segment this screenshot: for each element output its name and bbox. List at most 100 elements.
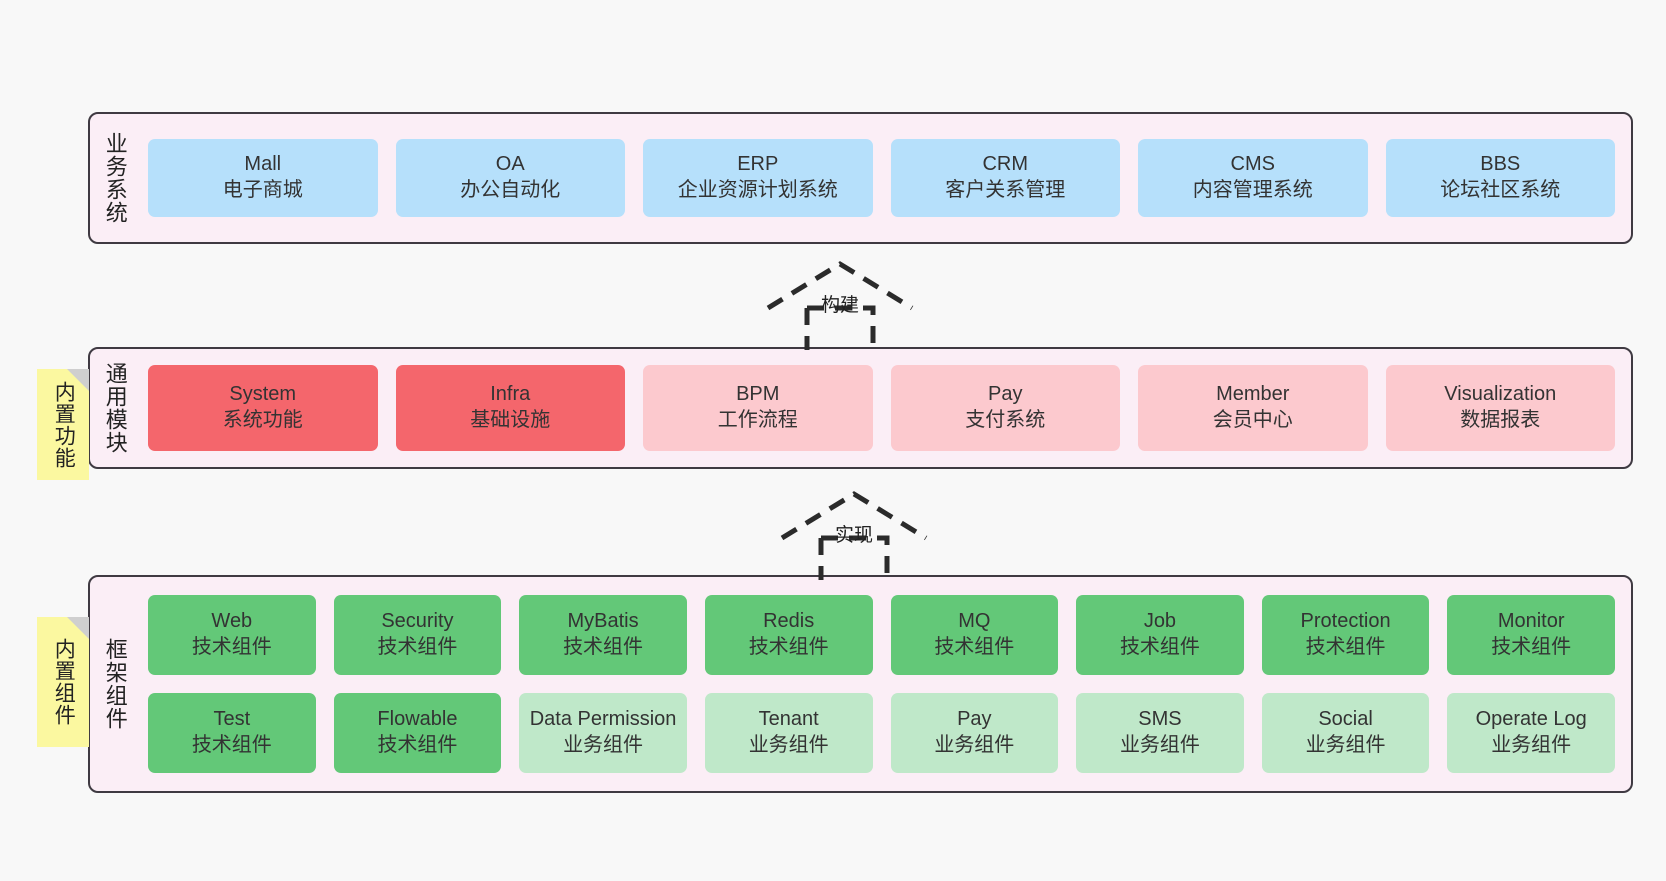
common-module-row: System 系统功能 Infra 基础设施 BPM 工作流程 Pay 支付系统… — [148, 365, 1615, 451]
module-card-pay-cn: 支付系统 — [965, 409, 1046, 431]
framework-card-web-en: Web — [211, 610, 253, 633]
framework-card-redis-cn: 技术组件 — [748, 636, 829, 658]
framework-card-sms-en: SMS — [1138, 708, 1182, 731]
framework-card-sms-cn: 业务组件 — [1119, 734, 1200, 756]
module-card-visualization-en: Visualization — [1444, 383, 1557, 406]
business-card-cms-en: CMS — [1230, 153, 1275, 176]
framework-card-mq-en: MQ — [958, 610, 991, 633]
implement-arrow: 实现 — [774, 488, 934, 580]
business-system-layer-body: Mall 电子商城 OA 办公自动化 ERP 企业资源计划系统 CRM 客户关系… — [140, 114, 1631, 242]
module-card-member[interactable]: Member 会员中心 — [1138, 365, 1368, 451]
framework-card-tenant[interactable]: Tenant 业务组件 — [704, 693, 873, 773]
common-module-layer-title: 通用模块 — [102, 362, 128, 454]
framework-card-sms[interactable]: SMS 业务组件 — [1076, 693, 1244, 773]
framework-card-tenant-en: Tenant — [758, 708, 819, 731]
business-card-oa-en: OA — [495, 153, 525, 176]
framework-card-social-en: Social — [1318, 708, 1373, 731]
framework-card-mq[interactable]: MQ 技术组件 — [890, 595, 1059, 675]
framework-component-layer-body: Web 技术组件 Security 技术组件 MyBatis 技术组件 Redi… — [140, 577, 1631, 791]
framework-card-flowable[interactable]: Flowable 技术组件 — [333, 693, 502, 773]
framework-card-security[interactable]: Security 技术组件 — [333, 595, 502, 675]
business-card-crm[interactable]: CRM 客户关系管理 — [890, 139, 1120, 217]
framework-card-data-permission-cn: 业务组件 — [563, 734, 644, 756]
framework-component-layer-title: 框架组件 — [102, 638, 128, 730]
module-card-bpm-cn: 工作流程 — [717, 409, 798, 431]
framework-card-test[interactable]: Test 技术组件 — [148, 693, 316, 773]
framework-card-security-en: Security — [381, 610, 454, 633]
framework-card-mybatis[interactable]: MyBatis 技术组件 — [519, 595, 687, 675]
builtin-function-note: 内置功能 — [37, 369, 89, 480]
framework-card-protection-cn: 技术组件 — [1305, 636, 1386, 658]
business-card-bbs[interactable]: BBS 论坛社区系统 — [1385, 139, 1615, 217]
framework-card-pay-cn: 业务组件 — [934, 734, 1015, 756]
common-module-layer: 通用模块 System 系统功能 Infra 基础设施 BPM 工作流程 Pay… — [88, 347, 1633, 469]
framework-card-web[interactable]: Web 技术组件 — [148, 595, 316, 675]
business-card-erp-en: ERP — [737, 153, 779, 176]
framework-card-web-cn: 技术组件 — [191, 636, 272, 658]
framework-card-tenant-cn: 业务组件 — [748, 734, 829, 756]
business-system-layer: 业务系统 Mall 电子商城 OA 办公自动化 ERP 企业资源计划系统 CRM… — [88, 112, 1633, 244]
framework-card-flowable-cn: 技术组件 — [377, 734, 458, 756]
framework-card-mybatis-en: MyBatis — [567, 610, 639, 633]
business-system-row: Mall 电子商城 OA 办公自动化 ERP 企业资源计划系统 CRM 客户关系… — [148, 139, 1615, 217]
business-card-cms[interactable]: CMS 内容管理系统 — [1138, 139, 1368, 217]
framework-card-data-permission[interactable]: Data Permission 业务组件 — [519, 693, 687, 773]
business-card-crm-cn: 客户关系管理 — [945, 179, 1066, 201]
framework-card-pay[interactable]: Pay 业务组件 — [890, 693, 1059, 773]
framework-card-protection[interactable]: Protection 技术组件 — [1261, 595, 1430, 675]
business-card-cms-cn: 内容管理系统 — [1192, 179, 1313, 201]
module-card-infra[interactable]: Infra 基础设施 — [395, 365, 625, 451]
framework-row-business: Test 技术组件 Flowable 技术组件 Data Permission … — [148, 693, 1615, 773]
business-card-erp[interactable]: ERP 企业资源计划系统 — [643, 139, 873, 217]
build-arrow: 构建 — [760, 258, 920, 350]
build-arrow-label: 构建 — [820, 295, 859, 316]
framework-card-operate-log[interactable]: Operate Log 业务组件 — [1447, 693, 1615, 773]
business-card-oa-cn: 办公自动化 — [460, 179, 561, 201]
module-card-bpm[interactable]: BPM 工作流程 — [643, 365, 873, 451]
framework-card-monitor[interactable]: Monitor 技术组件 — [1447, 595, 1615, 675]
business-system-layer-title: 业务系统 — [102, 132, 128, 224]
framework-card-test-en: Test — [213, 708, 251, 731]
business-card-mall[interactable]: Mall 电子商城 — [148, 139, 378, 217]
module-card-pay-en: Pay — [988, 383, 1023, 406]
implement-arrow-shape — [780, 491, 928, 580]
module-card-pay[interactable]: Pay 支付系统 — [890, 365, 1120, 451]
framework-card-pay-en: Pay — [957, 708, 992, 731]
framework-card-social-cn: 业务组件 — [1305, 734, 1386, 756]
business-card-mall-cn: 电子商城 — [222, 179, 303, 201]
framework-card-social[interactable]: Social 业务组件 — [1261, 693, 1430, 773]
framework-card-redis-en: Redis — [763, 610, 815, 633]
framework-card-operate-log-cn: 业务组件 — [1491, 734, 1572, 756]
module-card-member-cn: 会员中心 — [1212, 409, 1293, 431]
module-card-system-cn: 系统功能 — [222, 409, 303, 431]
framework-card-job[interactable]: Job 技术组件 — [1076, 595, 1244, 675]
framework-row-technical: Web 技术组件 Security 技术组件 MyBatis 技术组件 Redi… — [148, 595, 1615, 675]
framework-card-mybatis-cn: 技术组件 — [563, 636, 644, 658]
business-card-erp-cn: 企业资源计划系统 — [677, 179, 838, 201]
common-module-layer-body: System 系统功能 Infra 基础设施 BPM 工作流程 Pay 支付系统… — [140, 349, 1631, 467]
framework-card-mq-cn: 技术组件 — [934, 636, 1015, 658]
framework-card-monitor-en: Monitor — [1497, 610, 1565, 633]
module-card-bpm-en: BPM — [736, 383, 780, 406]
builtin-component-note-label: 内置组件 — [52, 638, 76, 726]
framework-card-test-cn: 技术组件 — [191, 734, 272, 756]
module-card-visualization-cn: 数据报表 — [1460, 409, 1541, 431]
business-card-bbs-cn: 论坛社区系统 — [1440, 179, 1561, 201]
framework-card-job-en: Job — [1143, 610, 1177, 633]
module-card-member-en: Member — [1216, 383, 1290, 406]
module-card-system[interactable]: System 系统功能 — [148, 365, 378, 451]
framework-card-job-cn: 技术组件 — [1119, 636, 1200, 658]
framework-card-security-cn: 技术组件 — [377, 636, 458, 658]
module-card-system-en: System — [229, 383, 297, 406]
business-card-mall-en: Mall — [244, 153, 282, 176]
business-card-oa[interactable]: OA 办公自动化 — [395, 139, 625, 217]
framework-card-monitor-cn: 技术组件 — [1491, 636, 1572, 658]
build-arrow-shape — [766, 261, 914, 350]
implement-arrow-label: 实现 — [834, 525, 873, 546]
framework-card-protection-en: Protection — [1300, 610, 1391, 633]
module-card-visualization[interactable]: Visualization 数据报表 — [1385, 365, 1615, 451]
module-card-infra-en: Infra — [490, 383, 531, 406]
framework-component-layer: 框架组件 Web 技术组件 Security 技术组件 MyBatis 技术组件… — [88, 575, 1633, 793]
builtin-component-note: 内置组件 — [37, 617, 89, 747]
framework-card-redis[interactable]: Redis 技术组件 — [704, 595, 873, 675]
